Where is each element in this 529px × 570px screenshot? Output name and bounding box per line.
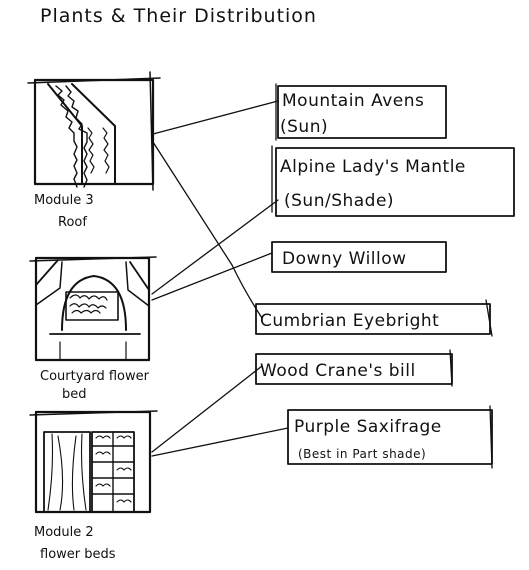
plant-label-cumbrian-eyebright: Cumbrian Eyebright [255, 299, 493, 337]
connector-courtyard-downy-willow [151, 252, 273, 301]
cumbrian-eyebright-name: Cumbrian Eyebright [260, 311, 439, 331]
courtyard-bed-caption: bed [62, 387, 87, 402]
module-3-caption: Module 3 [34, 193, 94, 208]
module-2-flower-beds-sketch [29, 410, 158, 514]
wood-cranesbill-name: Wood Crane's bill [260, 361, 416, 381]
flower-beds-caption: flower beds [40, 547, 116, 562]
connector-lines [151, 100, 289, 457]
alpine-ladys-mantle-note: (Sun/Shade) [284, 191, 394, 211]
module-3-roof-sketch [27, 71, 161, 191]
plant-label-downy-willow: Downy Willow [271, 241, 447, 273]
courtyard-flower-bed-sketch [29, 256, 157, 362]
purple-saxifrage-note: (Best in Part shade) [298, 447, 426, 461]
courtyard-caption: Courtyard flower [40, 369, 150, 384]
page-title: Plants & Their Distribution [40, 5, 317, 27]
purple-saxifrage-name: Purple Saxifrage [294, 417, 442, 437]
plant-label-purple-saxifrage: Purple Saxifrage (Best in Part shade) [287, 405, 493, 469]
alpine-ladys-mantle-name: Alpine Lady's Mantle [280, 157, 466, 177]
mountain-avens-name: Mountain Avens [282, 91, 424, 111]
plant-label-wood-cranesbill: Wood Crane's bill [255, 349, 453, 387]
connector-roof-cumbrian-eyebright [152, 141, 263, 319]
plant-label-mountain-avens: Mountain Avens (Sun) [275, 83, 447, 141]
module-2-caption: Module 2 [34, 525, 94, 540]
roof-caption: Roof [58, 215, 87, 230]
connector-roof-mountain-avens [152, 100, 279, 135]
connector-beds-purple-saxifrage [151, 427, 289, 457]
downy-willow-name: Downy Willow [282, 249, 407, 269]
connector-beds-wood-cranesbill [151, 365, 263, 453]
plant-label-alpine-ladys-mantle: Alpine Lady's Mantle (Sun/Shade) [271, 145, 515, 217]
mountain-avens-note: (Sun) [280, 117, 328, 137]
connector-courtyard-alpine-ladys-mantle [151, 199, 279, 295]
